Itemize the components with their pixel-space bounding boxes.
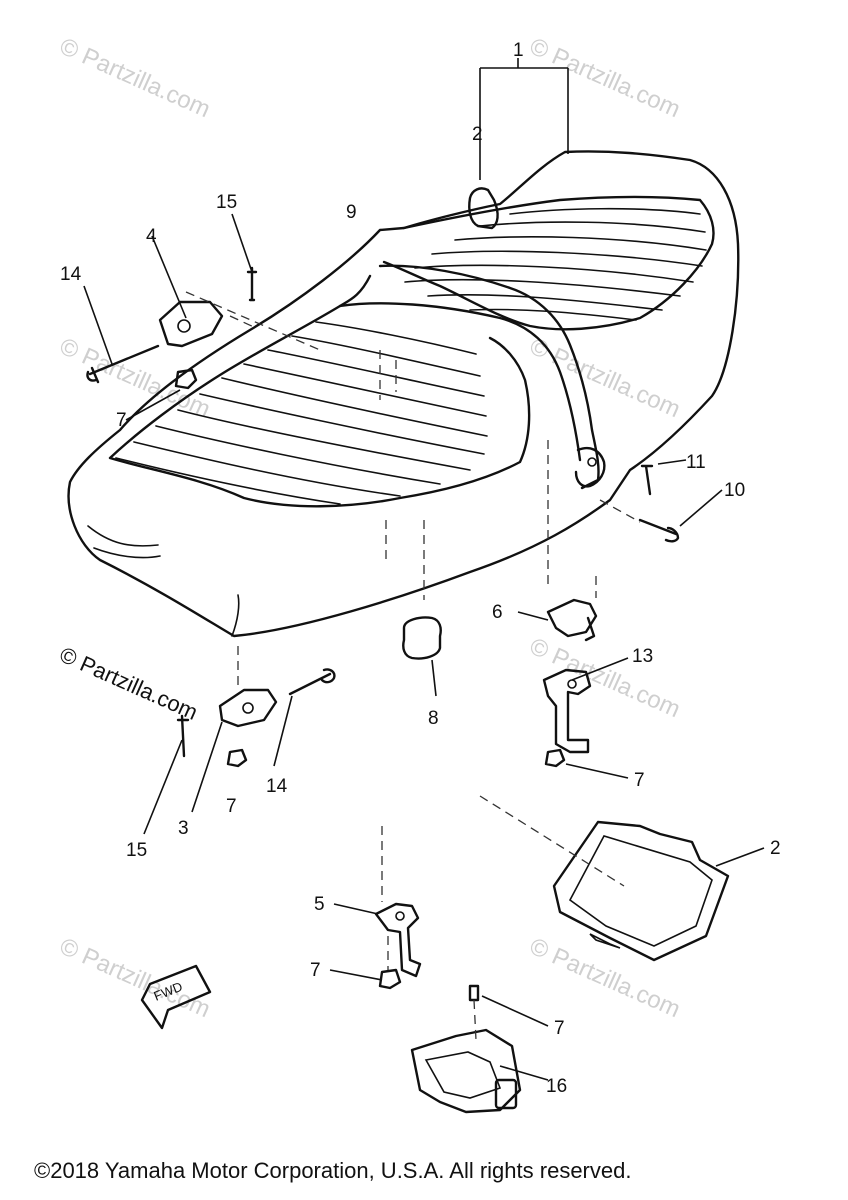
callout-labels: 1 2 9 15 4 14 7 11 10 6 13 8 7 14 7 3 15… xyxy=(60,40,781,1097)
part-2-tray xyxy=(479,795,765,962)
callout-7-lower: 7 xyxy=(310,960,321,981)
callout-14-left: 14 xyxy=(60,264,82,285)
watermark-bottom-right: © Partzilla.com xyxy=(526,933,685,1023)
watermark-mid-left: © Partzilla.com xyxy=(56,333,215,423)
callout-1-bracket xyxy=(479,58,569,180)
seat-assembly xyxy=(67,150,740,638)
callout-14-bottom: 14 xyxy=(266,776,288,797)
watermark-dark: © Partzilla.com xyxy=(56,642,202,725)
callout-7-left: 7 xyxy=(116,410,127,431)
part-11-pin xyxy=(640,459,687,496)
watermark-top-left: © Partzilla.com xyxy=(56,33,215,123)
callout-5: 5 xyxy=(314,894,325,915)
callout-2-top: 2 xyxy=(472,124,483,145)
part-15-bolt-top xyxy=(231,213,258,302)
callout-15-top: 15 xyxy=(216,192,237,213)
part-13-bracket xyxy=(542,576,629,754)
callout-9: 9 xyxy=(346,202,357,223)
callout-4: 4 xyxy=(146,226,157,247)
part-7-nut-right xyxy=(544,748,629,779)
callout-3: 3 xyxy=(178,818,189,839)
watermark-bottom-left: © Partzilla.com xyxy=(56,933,215,1023)
rear-pad-ribs xyxy=(404,207,707,321)
part-7-nut-lower xyxy=(329,968,402,990)
copyright-notice: ©2018 Yamaha Motor Corporation, U.S.A. A… xyxy=(34,1158,632,1183)
callout-13: 13 xyxy=(632,646,653,667)
callout-16: 16 xyxy=(546,1076,567,1097)
watermark-mid-right: © Partzilla.com xyxy=(526,333,685,423)
part-8-damper xyxy=(402,616,442,697)
part-4-bracket xyxy=(151,235,321,351)
callout-2-right: 2 xyxy=(770,838,781,859)
watermarks: © Partzilla.com © Partzilla.com © Partzi… xyxy=(56,33,685,1023)
part-7-nut-mid xyxy=(226,748,248,768)
part-6-bracket xyxy=(517,598,598,642)
front-pad-ribs xyxy=(115,321,488,505)
part-10-bolt xyxy=(599,489,723,543)
part-14-bolt-left xyxy=(83,285,160,384)
part-3-bracket xyxy=(191,646,278,813)
callout-15-bottom: 15 xyxy=(126,840,147,861)
watermark-top-right: © Partzilla.com xyxy=(526,33,685,123)
callout-10: 10 xyxy=(724,480,745,501)
callout-1: 1 xyxy=(513,40,524,61)
part-7-nut-left xyxy=(125,368,198,421)
part-14-bolt-bottom xyxy=(273,668,336,767)
callout-8: 8 xyxy=(428,708,439,729)
part-16-lock xyxy=(410,984,549,1114)
callout-6: 6 xyxy=(492,602,503,623)
callout-7-mid: 7 xyxy=(226,796,237,817)
callout-7-bottom: 7 xyxy=(554,1018,565,1039)
part-5-bracket xyxy=(333,826,422,978)
callout-7-right: 7 xyxy=(634,770,645,791)
callout-11: 11 xyxy=(686,452,706,473)
part-15-bolt-bottom xyxy=(143,714,190,835)
